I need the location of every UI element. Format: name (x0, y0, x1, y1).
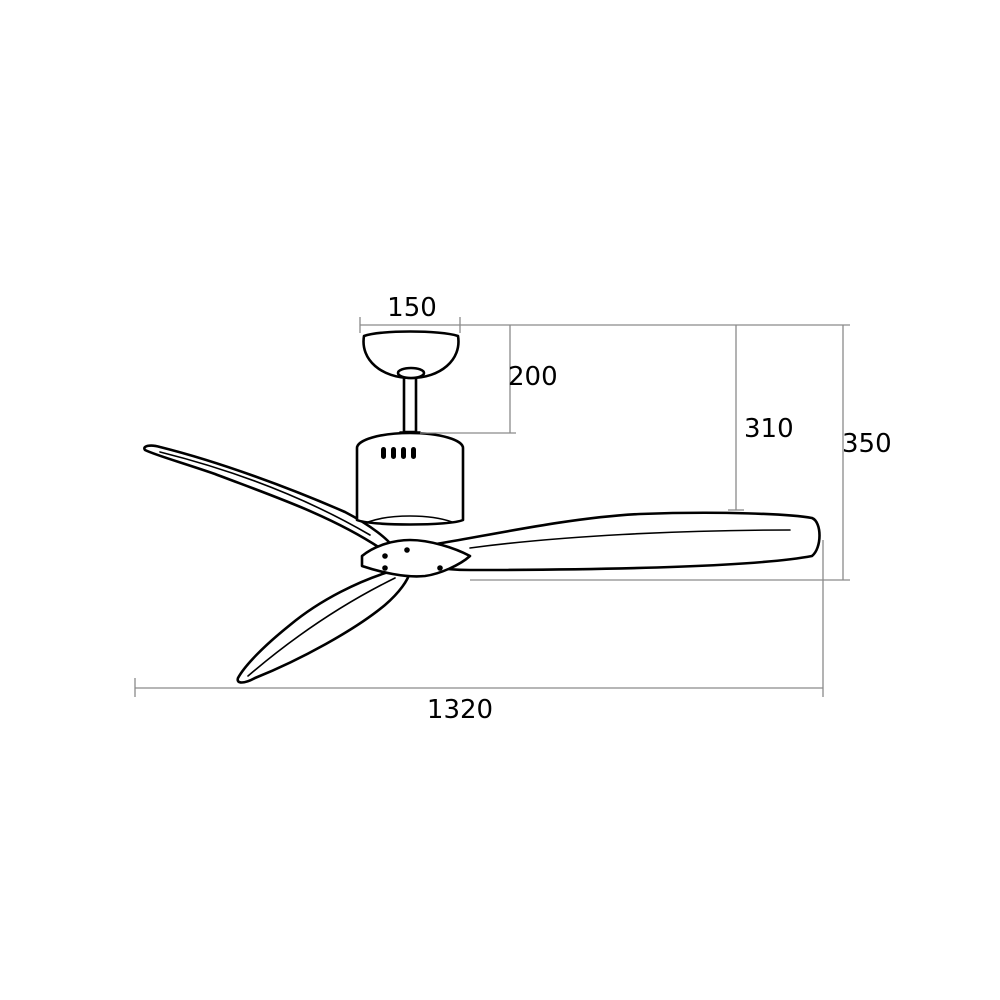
label-downrod-height: 200 (508, 362, 558, 392)
label-blade-span: 1320 (427, 695, 493, 725)
ceiling-fan-drawing (143, 330, 821, 684)
dimension-lines (134, 317, 850, 697)
blade-hub (360, 538, 472, 578)
label-total-height: 350 (842, 429, 892, 459)
dimension-labels: 150 200 310 350 1320 (387, 293, 891, 725)
motor-bottom-ring (367, 515, 453, 523)
vent-slot-1 (381, 447, 386, 459)
canopy (362, 330, 460, 380)
label-motor-to-blade: 310 (744, 414, 794, 444)
blade-left-upper-edge (159, 451, 371, 536)
blade-left-lower (236, 568, 412, 684)
blade-right-edge (469, 529, 791, 549)
blade-left-upper (143, 444, 397, 552)
canopy-ball-joint (396, 366, 426, 380)
hub-screw-2 (404, 547, 410, 553)
blade-right (408, 511, 821, 572)
hub-screw-4 (437, 565, 443, 571)
motor-housing (355, 431, 465, 526)
hub-screw-3 (382, 565, 388, 571)
vent-slot-2 (391, 447, 396, 459)
vent-slot-3 (401, 447, 406, 459)
hub-screw-1 (382, 553, 388, 559)
vent-slot-4 (411, 447, 416, 459)
downrod (402, 374, 418, 434)
blade-left-lower-edge (247, 577, 396, 677)
label-canopy-width: 150 (387, 293, 437, 323)
